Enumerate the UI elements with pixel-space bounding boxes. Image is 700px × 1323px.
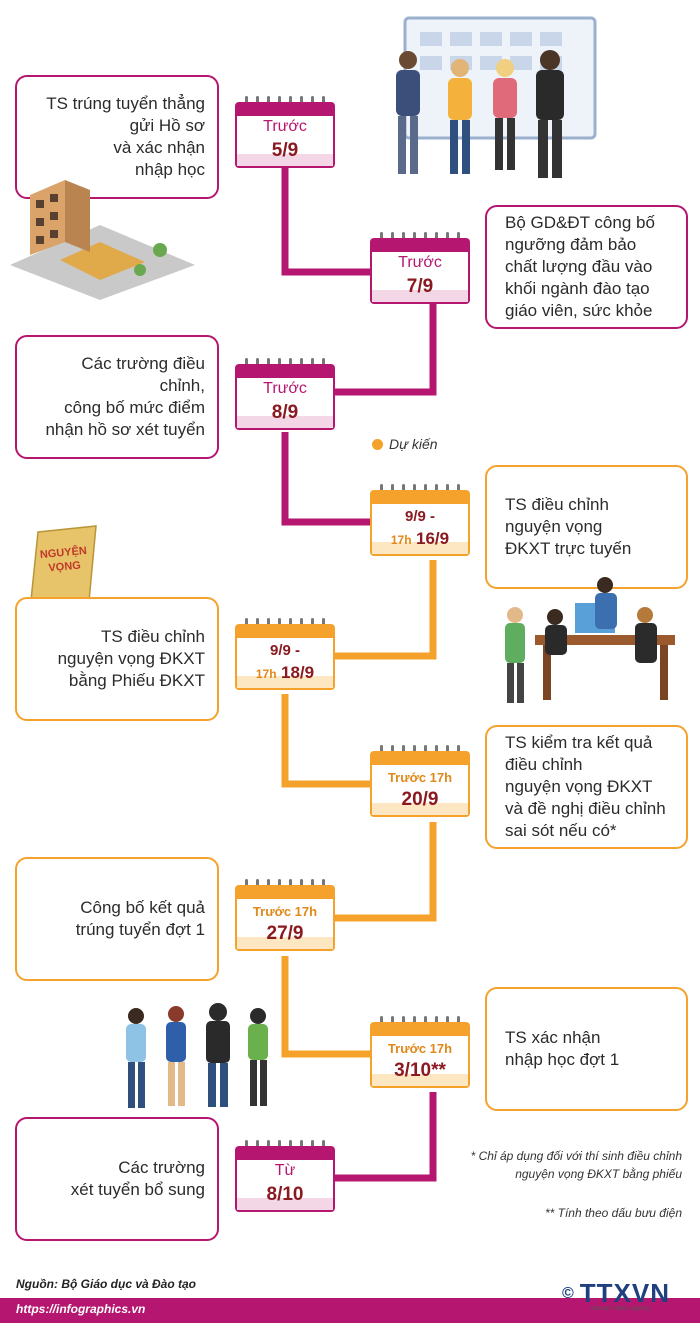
step-8-calendar: Trước 17h 3/10** (370, 1016, 470, 1088)
step-4-box: TS điều chỉnh nguyện vọng ĐKXT trực tuyế… (485, 465, 688, 589)
step-6-box: TS kiểm tra kết quả điều chỉnh nguyện vọ… (485, 725, 688, 849)
footnote-1: * Chỉ áp dụng đối với thí sinh điều chỉn… (470, 1149, 682, 1181)
step-6-calendar: Trước 17h 20/9 (370, 745, 470, 817)
step-2-calendar: Trước 7/9 (370, 232, 470, 304)
step-2-date-prefix: Trước (398, 254, 442, 271)
students-notice-board-illustration (396, 16, 597, 178)
step-2-date: 7/9 (406, 276, 434, 297)
step-9-box: Các trường xét tuyển bổ sung (15, 1117, 219, 1241)
step-8-date-prefix: Trước 17h (387, 1041, 453, 1056)
step-5-end-date: 18/9 (281, 663, 315, 682)
connector-1-2 (281, 168, 370, 276)
step-2-box: Bộ GD&ĐT công bố ngưỡng đảm bảo chất lượ… (485, 205, 688, 329)
step-1-description: TS trúng tuyển thẳng gửi Hồ sơ và xác nh… (46, 94, 205, 179)
connector-4-5 (335, 560, 437, 660)
legend-orange-dot (372, 438, 383, 450)
step-7-calendar: Trước 17h 27/9 (235, 879, 335, 951)
connector-7-8 (281, 956, 370, 1058)
step-6-description: TS kiểm tra kết quả điều chỉnh nguyện vọ… (505, 733, 666, 840)
connector-5-6 (281, 694, 370, 788)
step-3-calendar: Trước 8/9 (235, 358, 335, 430)
footer-source: Nguồn: Bộ Giáo dục và Đào tạo (16, 1277, 197, 1291)
ttxvn-logo: © TTXVN Vietnam News Agency (562, 1278, 671, 1312)
step-9-date: 8/10 (266, 1184, 304, 1205)
wish-paper-label: NGUYỆN VỌNG (39, 544, 88, 575)
step-5-box: TS điều chỉnh nguyện vọng ĐKXT bằng Phiế… (15, 597, 219, 721)
step-7-date-prefix: Trước 17h (252, 904, 318, 919)
step-4-calendar: 9/9 - 17h 16/9 (370, 484, 470, 556)
step-5-description: TS điều chỉnh nguyện vọng ĐKXT bằng Phiế… (57, 627, 205, 690)
step-6-date-prefix: Trước 17h (387, 770, 453, 785)
step-4-end-date: 16/9 (416, 529, 450, 548)
step-4-description: TS điều chỉnh nguyện vọng ĐKXT trực tuyế… (505, 495, 632, 558)
step-9-description: Các trường xét tuyển bổ sung (70, 1158, 205, 1199)
connector-3-4 (281, 432, 370, 526)
logo-name: TTXVN (579, 1278, 671, 1308)
footnote-2: ** Tính theo dấu bưu điện (544, 1206, 682, 1220)
step-3-description: Các trường điều chỉnh, công bố mức điểm … (45, 354, 205, 439)
step-3-box: Các trường điều chỉnh, công bố mức điểm … (15, 335, 219, 459)
logo-subtitle: Vietnam News Agency (590, 1306, 650, 1312)
step-1-box: TS trúng tuyển thẳng gửi Hồ sơ và xác nh… (15, 75, 219, 199)
step-6-date: 20/9 (401, 789, 439, 810)
step-1-date-prefix: Trước (263, 118, 307, 135)
school-building-illustration (10, 180, 195, 300)
legend-label: Dự kiến (389, 436, 438, 452)
step-2-description: Bộ GD&ĐT công bố ngưỡng đảm bảo chất lượ… (505, 213, 655, 320)
step-5-date-end: 17h 18/9 (235, 663, 335, 683)
footer-bar (0, 1298, 700, 1323)
connector-2-3 (335, 300, 437, 396)
step-7-box: Công bố kết quả trúng tuyển đợt 1 (15, 857, 219, 981)
step-3-date: 8/9 (271, 402, 299, 423)
step-1-date: 5/9 (271, 140, 299, 161)
students-studying-illustration (505, 577, 675, 703)
step-5-date-start: 9/9 - (269, 642, 300, 659)
step-8-date: 3/10** (394, 1060, 446, 1081)
step-1-calendar: Trước 5/9 (235, 96, 335, 168)
step-5-time: 17h (255, 667, 277, 681)
step-5-calendar: 9/9 - 17h 18/9 (235, 618, 335, 690)
footer-url[interactable]: https://infographics.vn (16, 1302, 146, 1316)
step-9-date-prefix: Từ (274, 1162, 296, 1179)
copyright-symbol: © (562, 1284, 574, 1302)
step-4-time: 17h (390, 533, 412, 547)
step-3-date-prefix: Trước (263, 380, 307, 397)
connector-8-9 (335, 1092, 437, 1182)
step-4-date-end: 17h 16/9 (370, 529, 470, 549)
connector-6-7 (335, 822, 437, 922)
step-4-date-start: 9/9 - (404, 508, 435, 525)
step-9-calendar: Từ 8/10 (235, 1140, 335, 1212)
step-8-description: TS xác nhận nhập học đợt 1 (505, 1028, 620, 1069)
step-8-box: TS xác nhận nhập học đợt 1 (485, 987, 688, 1111)
step-7-date: 27/9 (266, 923, 304, 944)
legend: Dự kiến (372, 436, 438, 452)
students-group-illustration (126, 1003, 268, 1108)
step-7-description: Công bố kết quả trúng tuyển đợt 1 (75, 898, 205, 939)
